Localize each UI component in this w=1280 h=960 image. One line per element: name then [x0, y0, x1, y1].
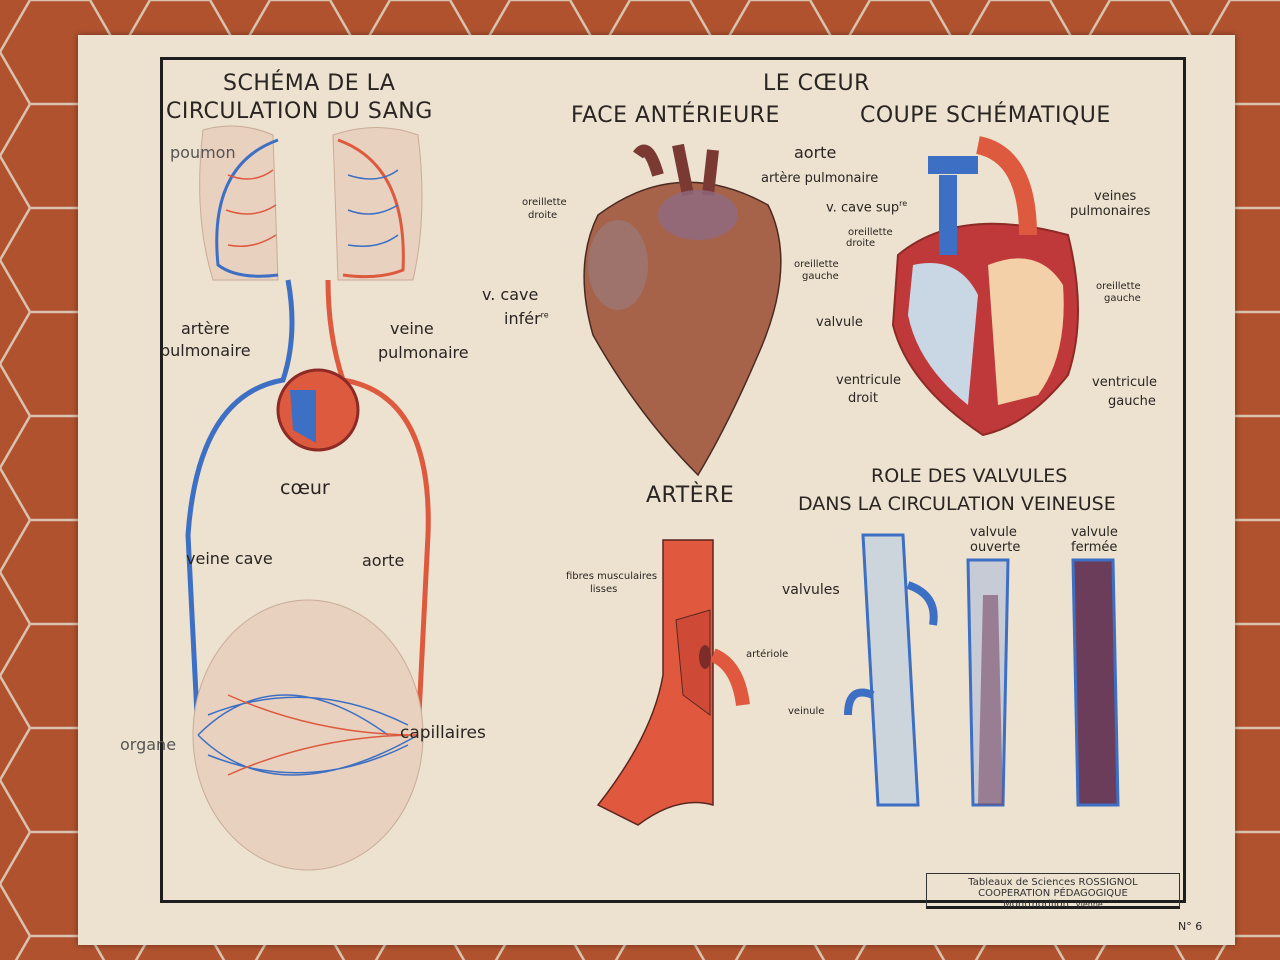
- label-poumon: poumon: [170, 143, 236, 162]
- sec-valvule: valvule: [816, 315, 863, 330]
- sec-veines-1: veines: [1094, 189, 1137, 204]
- valves-open-2: ouverte: [970, 540, 1021, 555]
- valves-closed-2: fermée: [1071, 540, 1118, 555]
- ant-artere-pulmonaire: artère pulmonaire: [761, 171, 879, 186]
- valves-open-1: valvule: [970, 525, 1017, 540]
- sec-ventricule-gauche-1: ventricule: [1092, 375, 1157, 390]
- label-veine-1: veine: [390, 319, 434, 338]
- circulation-loop: [185, 279, 431, 736]
- poster-frame: [160, 57, 1186, 903]
- ant-aorte: aorte: [794, 143, 837, 162]
- sec-oreillette-gauche-2: gauche: [1104, 293, 1141, 304]
- artery-title: ARTÈRE: [646, 483, 735, 508]
- lungs-illustration: [199, 125, 423, 281]
- credit-line2-text: COOPERATION PÉDAGOGIQUE Montmorillon: [978, 888, 1128, 910]
- v-cave-sup-text: v. cave sup: [826, 200, 900, 216]
- sec-oreillette-droite-2: droite: [846, 238, 876, 249]
- ant-oreillette-droite-1: oreillette: [522, 197, 567, 208]
- artery-arteriole: artériole: [746, 649, 789, 660]
- heart-section-illustration: [891, 136, 1079, 437]
- left-title-line1: SCHÉMA DE LA: [223, 71, 396, 96]
- publisher-credit: Tableaux de Sciences ROSSIGNOL COOPERATI…: [926, 873, 1180, 910]
- heart-title: LE CŒUR: [763, 71, 870, 96]
- valves-title-line2: DANS LA CIRCULATION VEINEUSE: [798, 493, 1116, 515]
- ant-oreillette-gauche-1: oreillette: [794, 259, 839, 270]
- label-organe: organe: [120, 735, 177, 754]
- heart-subtitle-right: COUPE SCHÉMATIQUE: [860, 103, 1111, 128]
- label-artere-1: artère: [181, 319, 230, 338]
- illustrations: [185, 125, 1120, 871]
- valves-closed-1: valvule: [1071, 525, 1118, 540]
- label-aorte: aorte: [362, 551, 405, 570]
- left-title-line2: CIRCULATION DU SANG: [166, 99, 433, 124]
- label-artere-2: pulmonaire: [160, 341, 251, 360]
- sec-v-cave-sup: v. cave supre: [826, 199, 907, 215]
- label-coeur: cœur: [280, 477, 330, 499]
- veins-illustration: [844, 533, 1120, 807]
- v-cave-sup: re: [540, 310, 549, 320]
- label-veine-cave: veine cave: [186, 549, 273, 568]
- v-cave-sup-sup: re: [899, 199, 908, 208]
- ant-oreillette-gauche-2: gauche: [802, 271, 839, 282]
- sec-ventricule-droit-2: droit: [848, 391, 878, 406]
- poster-number: N° 6: [1178, 920, 1203, 933]
- sec-oreillette-droite-1: oreillette: [848, 227, 893, 238]
- valves-veinule: veinule: [788, 706, 825, 717]
- artery-fibres-1: fibres musculaires: [566, 571, 658, 582]
- sec-oreillette-gauche-1: oreillette: [1096, 281, 1141, 292]
- credit-line1: Tableaux de Sciences ROSSIGNOL: [968, 877, 1138, 888]
- artery-illustration: [596, 539, 750, 826]
- heart-anterior-illustration: [583, 143, 782, 477]
- label-veine-2: pulmonaire: [378, 343, 469, 362]
- heart-subtitle-left: FACE ANTÉRIEURE: [571, 103, 780, 128]
- organ-illustration: [192, 599, 424, 871]
- label-capillaires: capillaires: [400, 723, 486, 743]
- credit-line2: COOPERATION PÉDAGOGIQUE Montmorillon Vie…: [927, 888, 1179, 910]
- sec-ventricule-droit-1: ventricule: [836, 373, 901, 388]
- valves-title-line1: ROLE DES VALVULES: [871, 465, 1068, 487]
- ant-v-cave-1: v. cave: [482, 285, 539, 304]
- valves-valvules: valvules: [782, 582, 840, 598]
- artery-fibres-2: lisses: [590, 584, 618, 595]
- ant-oreillette-droite-2: droite: [528, 210, 558, 221]
- poster: SCHÉMA DE LA CIRCULATION DU SANG poumon …: [78, 35, 1235, 945]
- credit-line3: Vienne: [1075, 900, 1103, 909]
- ant-v-cave-2: inférre: [504, 309, 549, 328]
- sec-veines-2: pulmonaires: [1070, 204, 1151, 219]
- v-cave-text: infér: [504, 309, 541, 328]
- sec-ventricule-gauche-2: gauche: [1108, 394, 1156, 409]
